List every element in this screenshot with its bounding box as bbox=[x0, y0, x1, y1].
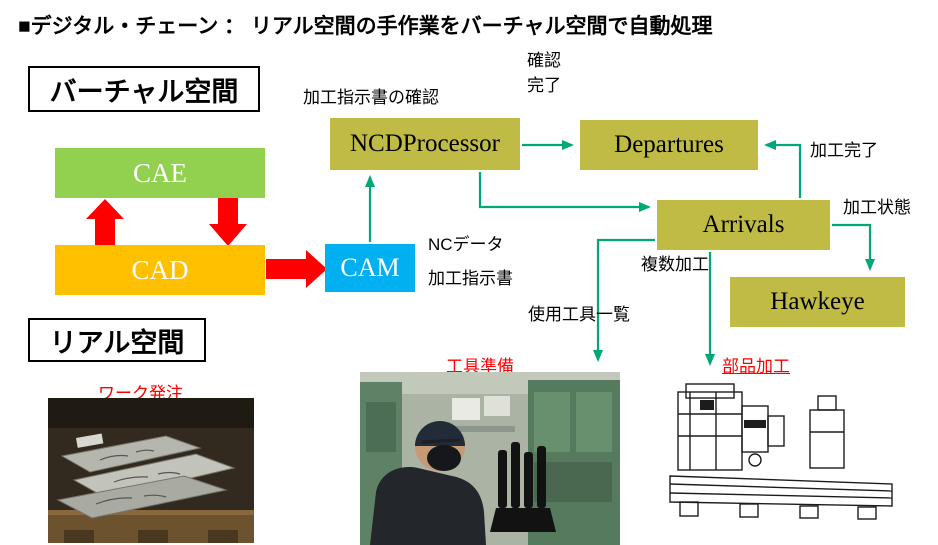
real-space-label: リアル空間 bbox=[49, 327, 185, 358]
connector-arrivals-to-departures bbox=[764, 140, 802, 198]
departures-label: Departures bbox=[614, 131, 724, 158]
arrow-cad-to-cam-right bbox=[266, 250, 327, 288]
cad-box: CAD bbox=[55, 245, 265, 295]
note-machining-done: 加工完了 bbox=[810, 141, 878, 160]
note-confirm-line1: 確認 bbox=[527, 51, 561, 70]
note-machining-instructions: 加工指示書 bbox=[428, 269, 513, 288]
note-confirm-done: 確認 完了 bbox=[527, 49, 561, 98]
hawkeye-box: Hawkeye bbox=[730, 277, 905, 327]
tool-holders bbox=[490, 442, 556, 532]
cae-label: CAE bbox=[133, 157, 187, 188]
cam-box: CAM bbox=[325, 244, 415, 292]
slide-title: ■デジタル・チェーン ： リアル空間の手作業をバーチャル空間で自動処理 bbox=[18, 15, 713, 38]
arrivals-label: Arrivals bbox=[702, 211, 785, 238]
machine-solid-details bbox=[700, 400, 766, 428]
note-check-instructions: 加工指示書の確認 bbox=[303, 88, 439, 107]
ncdprocessor-label: NCDProcessor bbox=[350, 130, 500, 157]
caption-part-machining: 部品加工 bbox=[722, 357, 790, 376]
connector-ncdprocessor-to-arrivals bbox=[478, 172, 651, 212]
photo-part-machining bbox=[660, 380, 902, 533]
note-nc-data: NCデータ bbox=[428, 235, 504, 254]
worker-figure bbox=[370, 421, 486, 545]
note-tool-list: 使用工具一覧 bbox=[528, 305, 630, 324]
ncdprocessor-box: NCDProcessor bbox=[330, 118, 520, 170]
pallet-wood bbox=[48, 510, 254, 543]
cad-label: CAD bbox=[131, 254, 189, 285]
note-confirm-line2: 完了 bbox=[527, 75, 561, 95]
departures-box: Departures bbox=[580, 120, 758, 170]
photo-work-order bbox=[48, 398, 254, 543]
caption-tool-prep: 工具準備 bbox=[446, 357, 514, 376]
photo-tool-prep bbox=[360, 372, 620, 545]
cam-label: CAM bbox=[340, 253, 400, 282]
note-multi-machining: 複数加工 bbox=[641, 255, 709, 274]
machine-line-drawing bbox=[669, 383, 893, 520]
arrivals-box: Arrivals bbox=[657, 200, 830, 250]
arrow-cae-to-cad-down bbox=[209, 197, 247, 246]
connector-arrivals-to-hawkeye bbox=[832, 223, 875, 271]
virtual-space-frame: バーチャル空間 bbox=[28, 66, 260, 112]
hawkeye-label: Hawkeye bbox=[770, 288, 865, 315]
tool-prep-photo-art bbox=[360, 372, 620, 545]
metal-slabs bbox=[56, 433, 236, 519]
virtual-space-label: バーチャル空間 bbox=[49, 76, 239, 107]
note-machining-status: 加工状態 bbox=[843, 198, 911, 217]
part-machining-photo-art bbox=[660, 380, 902, 533]
handwritten-marks bbox=[95, 449, 181, 505]
real-space-frame: リアル空間 bbox=[28, 318, 206, 362]
work-order-photo-art bbox=[48, 398, 254, 543]
arrow-cad-to-cae-up bbox=[86, 199, 124, 246]
cae-box: CAE bbox=[55, 148, 265, 198]
